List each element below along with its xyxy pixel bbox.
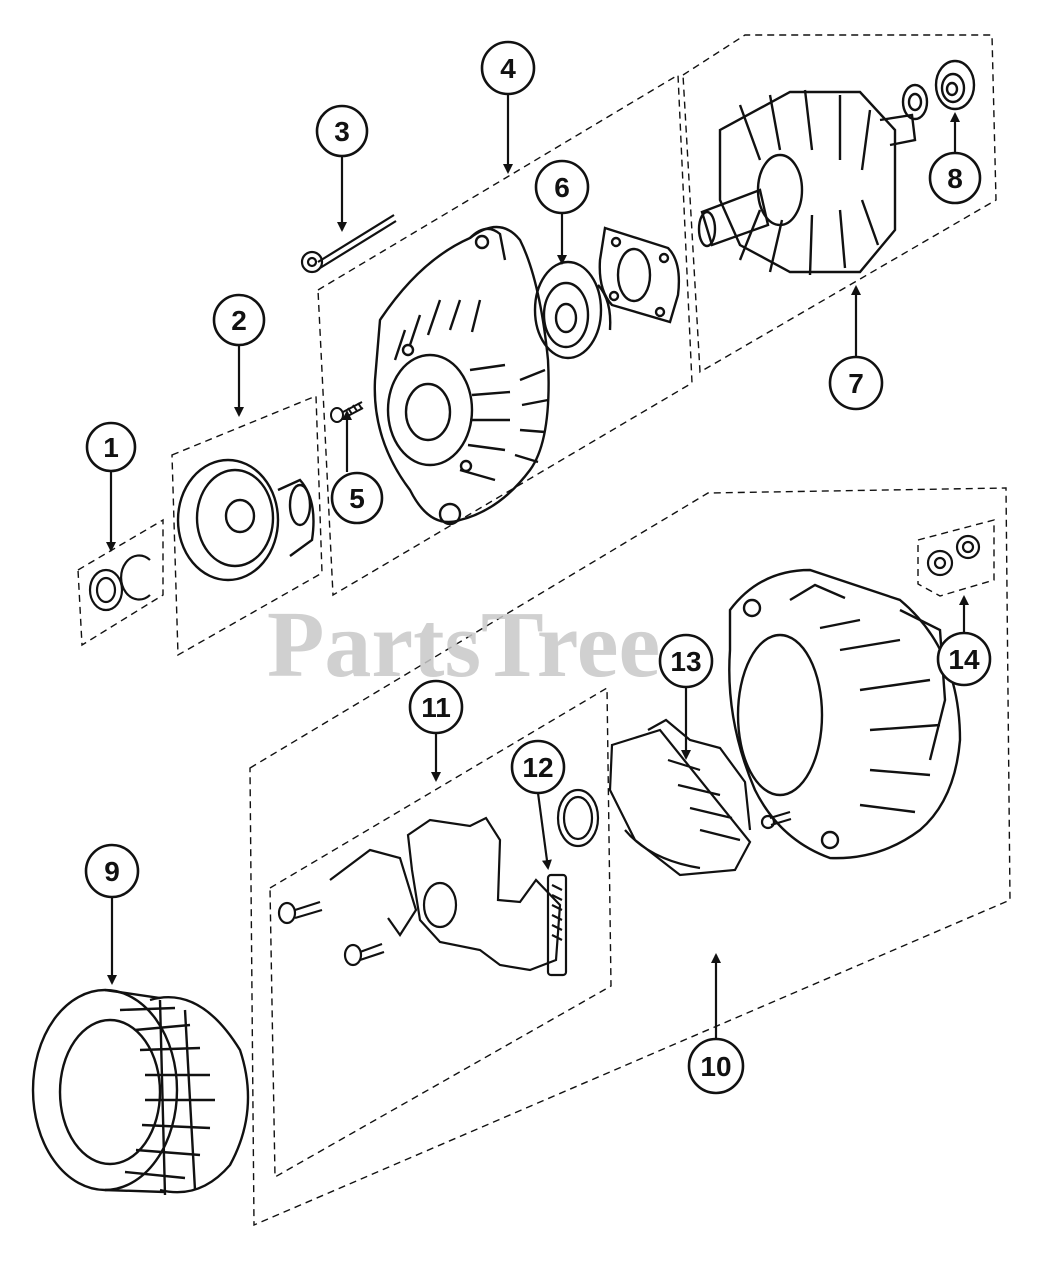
callout-3[interactable]: 3 [315,104,369,158]
callout-label-7: 7 [848,368,864,399]
callout-1[interactable]: 1 [85,421,137,473]
part-10-rear-housing [728,568,962,860]
leader-lines [106,95,969,1040]
watermark: PartsTree [267,593,660,697]
callout-label-8: 8 [947,163,963,194]
callout-14[interactable]: 14 [936,631,992,687]
group-box-1 [77,518,164,647]
part-6-bearing [533,226,681,360]
group-box-2 [171,394,323,657]
callout-label-9: 9 [104,856,120,887]
callout-label-14: 14 [948,644,980,675]
leader-12 [536,792,552,870]
group-box-4 [317,73,693,597]
part-1-nut-and-ring [88,554,151,612]
callout-6[interactable]: 6 [534,159,590,215]
group-box-10 [249,487,1011,1227]
part-13-rectifier [608,718,792,877]
group-box-14 [917,519,995,597]
callout-2[interactable]: 2 [212,293,266,347]
callout-9[interactable]: 9 [84,843,140,899]
part-12-brush [546,788,600,977]
callouts: 1 2 3 4 5 6 7 8 [84,40,992,1095]
part-7-rotor [697,89,917,276]
group-boxes [77,34,1011,1227]
group-box-11 [269,686,612,1179]
callout-10[interactable]: 10 [687,1037,745,1095]
group-box-7 [682,34,997,374]
callout-13[interactable]: 13 [658,633,714,689]
part-8-bearing [901,59,976,121]
part-11-brush-holder [277,816,562,972]
part-14-nuts [926,534,981,577]
callout-label-1: 1 [103,432,119,463]
callout-label-10: 10 [700,1051,731,1082]
callout-4[interactable]: 4 [480,40,536,96]
part-3-through-bolt [300,214,397,274]
callout-11[interactable]: 11 [408,679,464,735]
part-4-front-housing [373,225,550,526]
callout-label-12: 12 [522,752,553,783]
callout-label-5: 5 [349,483,365,514]
callout-label-13: 13 [670,646,701,677]
callout-label-2: 2 [231,305,247,336]
part-9-stator [31,988,250,1196]
part-2-pulley [176,458,315,582]
callout-label-6: 6 [554,172,570,203]
callout-5[interactable]: 5 [330,471,384,525]
callout-8[interactable]: 8 [928,151,982,205]
callout-label-11: 11 [421,692,451,723]
callout-label-3: 3 [334,116,350,147]
callout-12[interactable]: 12 [510,739,566,795]
callout-label-4: 4 [500,53,516,84]
callout-7[interactable]: 7 [828,355,884,411]
